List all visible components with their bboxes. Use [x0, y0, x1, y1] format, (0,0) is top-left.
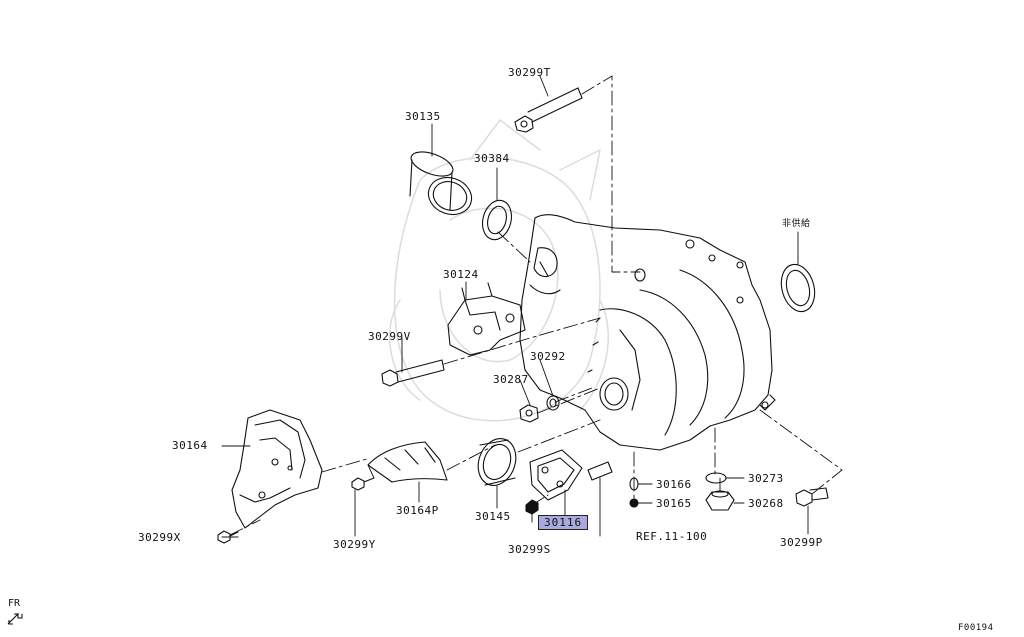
pin-ref — [587, 461, 613, 481]
bolt-30299Y — [351, 477, 375, 491]
washer-30292 — [546, 395, 560, 411]
ring-30273 — [705, 472, 727, 484]
label-30164P: 30164P — [396, 504, 439, 517]
label-ref-11-100[interactable]: REF.11-100 — [636, 530, 708, 543]
label-30299P: 30299P — [780, 536, 823, 549]
bolt-30299P — [795, 487, 829, 507]
seal-nonsupply — [780, 263, 816, 313]
label-30299T: 30299T — [508, 66, 551, 79]
label-30116-highlighted[interactable]: 30116 — [538, 515, 589, 530]
label-30165: 30165 — [656, 497, 692, 510]
label-30384: 30384 — [474, 152, 510, 165]
bolt-30299X — [217, 530, 239, 544]
label-30273: 30273 — [748, 472, 784, 485]
sleeve-30135 — [409, 151, 473, 216]
leader-lines — [221, 75, 809, 538]
label-30299V: 30299V — [368, 330, 411, 343]
bracket-30124 — [447, 282, 526, 356]
label-30299Y: 30299Y — [333, 538, 376, 551]
bolt-30299T — [514, 87, 583, 133]
label-30164: 30164 — [172, 439, 208, 452]
label-30145: 30145 — [475, 510, 511, 523]
label-30287: 30287 — [493, 373, 529, 386]
label-non-supply: 非供給 — [782, 219, 811, 229]
cover-30164 — [231, 409, 323, 529]
label-30299X: 30299X — [138, 531, 181, 544]
figure-id: F00194 — [958, 623, 994, 633]
seal-30145 — [477, 438, 517, 486]
centerlines — [229, 75, 843, 536]
label-30166: 30166 — [656, 478, 692, 491]
direction-label: FR — [8, 598, 21, 609]
label-30135: 30135 — [405, 110, 441, 123]
label-30268: 30268 — [748, 497, 784, 510]
seal-30384 — [481, 199, 513, 241]
front-arrow-icon — [7, 612, 23, 625]
cap-30268 — [705, 490, 735, 511]
plate-30116 — [529, 449, 583, 501]
label-30292: 30292 — [530, 350, 566, 363]
bolt-30299V — [381, 359, 445, 387]
plug-30287 — [519, 404, 539, 423]
transmission-case — [519, 214, 776, 451]
shield-30164P — [367, 441, 448, 483]
label-30124: 30124 — [443, 268, 479, 281]
label-30299S: 30299S — [508, 543, 551, 556]
